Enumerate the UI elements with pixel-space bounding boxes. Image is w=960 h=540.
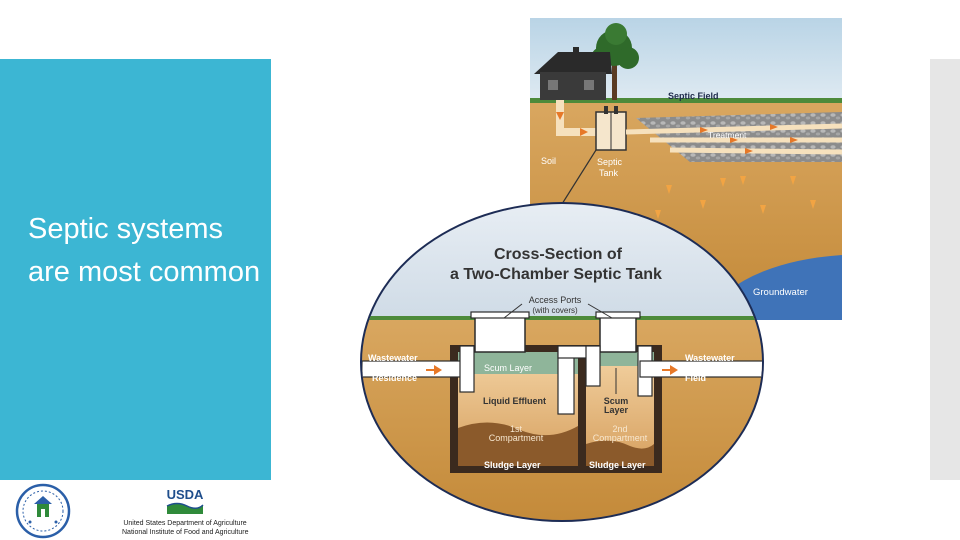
first-compartment-label-line2: Compartment	[489, 433, 544, 443]
slide-title: Septic systems are most common	[28, 213, 261, 288]
wastewater-in-line3: Residence	[372, 373, 417, 383]
treatment-label: Treatment	[708, 130, 747, 140]
scum-layer-2	[586, 352, 654, 366]
usda-wordmark: USDA	[167, 487, 204, 502]
cross-section-title-line2: a Two-Chamber Septic Tank	[450, 266, 662, 283]
flow-arrow-icon	[580, 128, 588, 136]
sludge-1	[458, 422, 578, 466]
second-compartment-label-line2: Compartment	[593, 433, 648, 443]
septic-tank-label-line2: Tank	[599, 168, 619, 178]
wastewater-in-line1: Wastewater	[368, 353, 418, 363]
sludge-2	[586, 440, 654, 466]
cross-section-diagram: Cross-Section of a Two-Chamber Septic Ta…	[360, 202, 764, 522]
cross-section-title-line1: Cross-Section of	[494, 246, 623, 263]
access-port-1	[474, 315, 526, 353]
seepage-arrows	[655, 176, 816, 219]
flow-arrow-icon	[556, 112, 564, 120]
sludge-layer-label-2: Sludge Layer	[589, 460, 646, 470]
septic-tank-label-line1: Septic	[597, 157, 623, 167]
callout-line	[561, 149, 597, 205]
usda-line1: United States Department of Agriculture	[123, 520, 247, 527]
access-port-2	[599, 315, 637, 353]
inflow-arrow-icon	[426, 365, 442, 375]
scum-layer-label: Scum Layer	[484, 363, 532, 373]
septic-field-label: Septic Field	[668, 91, 719, 101]
grass-line	[530, 98, 842, 103]
second-compartment-label-line1: 2nd	[612, 424, 627, 434]
usda-mark-icon: USDA	[167, 487, 204, 514]
wastewater-out-line2: to Drain	[685, 363, 719, 373]
groundwater-label: Groundwater	[753, 287, 808, 298]
wastewater-in-line2: from	[400, 363, 420, 373]
first-compartment-label-line1: 1st	[510, 424, 523, 434]
house-icon	[534, 47, 612, 100]
right-accent-bar	[930, 59, 960, 480]
title-panel	[0, 59, 271, 480]
access-ports-label-line2: (with covers)	[532, 306, 578, 315]
wastewater-out-line1: Wastewater	[685, 353, 735, 363]
drain-field	[625, 112, 843, 162]
liquid-effluent-label: Liquid Effluent	[483, 396, 546, 406]
scum-layer-2-label-line1: Scum	[604, 396, 629, 406]
scum-layer-2-label-line2: Layer	[604, 405, 629, 415]
soil-label: Soil	[541, 156, 556, 166]
sludge-layer-label-1: Sludge Layer	[484, 460, 541, 470]
usda-logo: USDA United States Department of Agricul…	[122, 484, 248, 540]
hud-seal-logo	[15, 483, 71, 539]
usda-line2: National Institute of Food and Agricultu…	[122, 529, 249, 536]
wastewater-out-line3: Field	[685, 373, 706, 383]
access-ports-label-line1: Access Ports	[529, 295, 582, 305]
outflow-arrow-icon	[662, 365, 678, 375]
overview-diagram: Septic Field Treatment Soil Septic Tank …	[530, 18, 843, 320]
scum-layer-1	[458, 352, 578, 374]
